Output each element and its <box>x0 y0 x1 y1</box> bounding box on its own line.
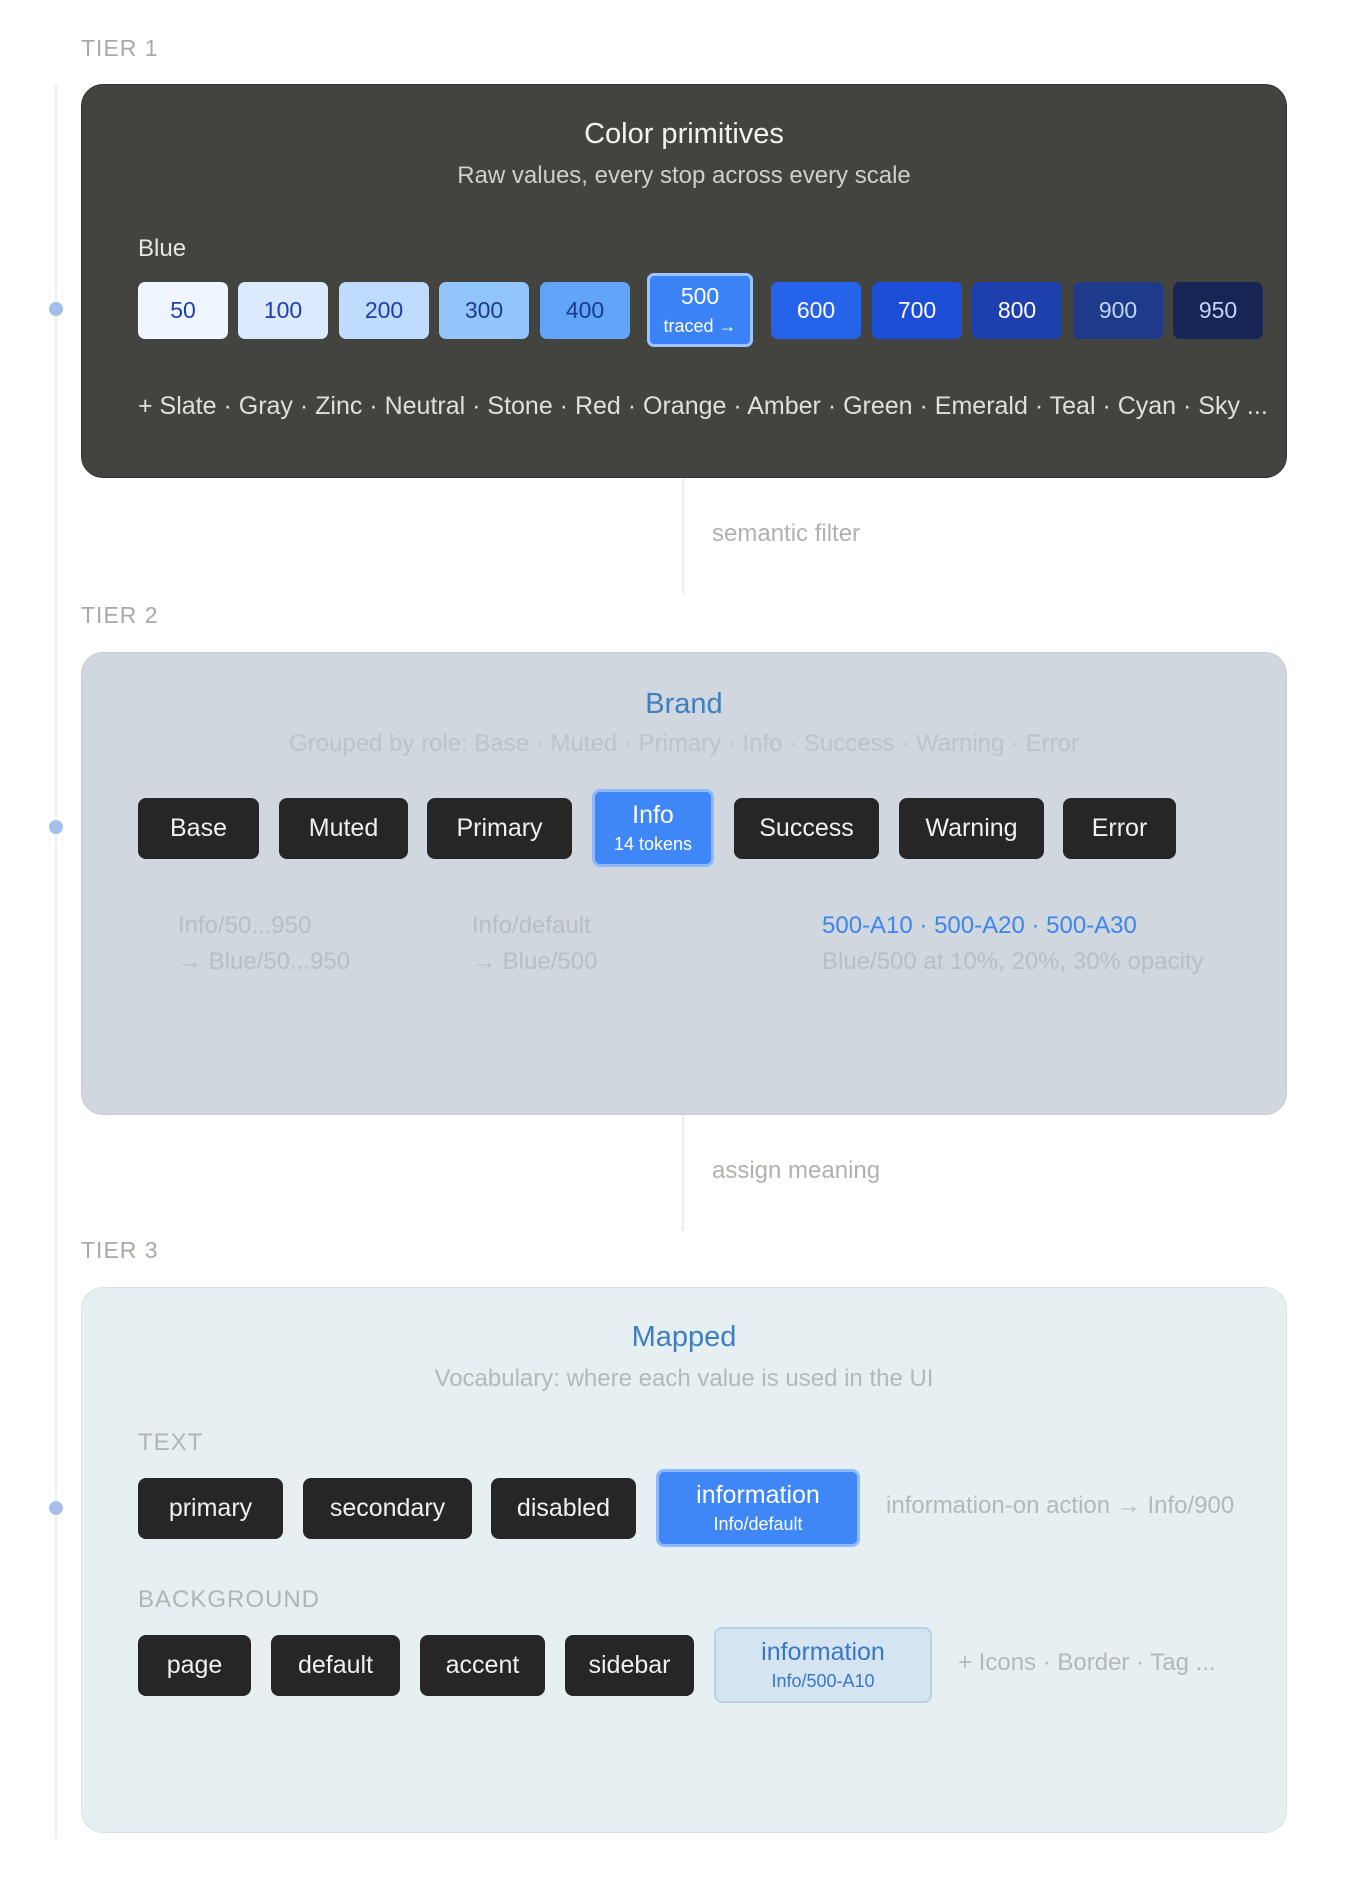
text-chip-secondary[interactable]: secondary <box>303 1478 472 1539</box>
connector-label-2: assign meaning <box>712 1157 881 1184</box>
role-chip-info-selected[interactable]: Info 14 tokens <box>592 789 714 867</box>
text-chip-primary[interactable]: primary <box>138 1478 283 1539</box>
tier3-panel: Mapped Vocabulary: where each value is u… <box>81 1287 1287 1833</box>
role-chip-base[interactable]: Base <box>138 798 259 859</box>
timeline-dot-tier3 <box>49 1501 63 1515</box>
timeline-dot-tier1 <box>49 302 63 316</box>
mapping-info-scale: Info/50...950 → Blue/50...950 <box>178 912 351 975</box>
info-token-count: 14 tokens <box>613 834 693 854</box>
text-group-label: TEXT <box>138 1429 204 1456</box>
mapping-info-default: Info/default → Blue/500 <box>472 912 598 975</box>
swatch-blue-300[interactable]: 300 <box>439 282 529 339</box>
connector-line-1 <box>682 478 684 594</box>
text-group-note: information-on action → Info/900 <box>886 1492 1235 1519</box>
role-chip-error[interactable]: Error <box>1063 798 1176 859</box>
tier2-panel: Brand Grouped by role: Base · Muted · Pr… <box>81 652 1287 1115</box>
swatch-blue-50[interactable]: 50 <box>138 282 228 339</box>
bg-information-ref: Info/500-A10 <box>771 1671 875 1691</box>
text-chip-disabled[interactable]: disabled <box>491 1478 636 1539</box>
swatch-blue-700[interactable]: 700 <box>872 282 962 339</box>
tier1-panel: Color primitives Raw values, every stop … <box>81 84 1287 478</box>
traced-label: traced → <box>663 316 737 336</box>
swatch-blue-200[interactable]: 200 <box>339 282 429 339</box>
swatch-blue-600[interactable]: 600 <box>771 282 861 339</box>
background-group-note: + Icons · Border · Tag ... <box>958 1649 1216 1676</box>
bg-chip-sidebar[interactable]: sidebar <box>565 1635 694 1696</box>
tier3-title: Mapped <box>631 1321 737 1353</box>
bg-chip-information-selected[interactable]: information Info/500-A10 <box>714 1627 932 1703</box>
role-chip-muted[interactable]: Muted <box>279 798 408 859</box>
tier1-subtitle: Raw values, every stop across every scal… <box>457 162 911 189</box>
mapping-info-alpha: 500-A10 · 500-A20 · 500-A30 Blue/500 at … <box>822 912 1204 975</box>
tier1-label: TIER 1 <box>81 35 159 61</box>
role-chip-warning[interactable]: Warning <box>899 798 1044 859</box>
tier1-title: Color primitives <box>584 118 784 150</box>
more-scales: + Slate · Gray · Zinc · Neutral · Stone … <box>138 392 1268 420</box>
tier3-subtitle: Vocabulary: where each value is used in … <box>434 1365 934 1392</box>
bg-chip-page[interactable]: page <box>138 1635 251 1696</box>
tier3-label: TIER 3 <box>81 1237 159 1263</box>
swatch-blue-500-selected[interactable]: 500 traced → <box>647 273 753 347</box>
swatch-blue-400[interactable]: 400 <box>540 282 630 339</box>
bg-chip-accent[interactable]: accent <box>420 1635 545 1696</box>
swatch-blue-800[interactable]: 800 <box>972 282 1062 339</box>
role-chip-primary[interactable]: Primary <box>427 798 572 859</box>
timeline-line <box>55 84 57 1838</box>
swatch-blue-950[interactable]: 950 <box>1173 282 1263 339</box>
scale-name: Blue <box>138 235 187 262</box>
bg-chip-default[interactable]: default <box>271 1635 400 1696</box>
tier2-title: Brand <box>645 688 723 720</box>
background-group-label: BACKGROUND <box>138 1586 321 1613</box>
swatch-blue-100[interactable]: 100 <box>238 282 328 339</box>
text-chip-information-selected[interactable]: information Info/default <box>656 1469 860 1547</box>
timeline-dot-tier2 <box>49 820 63 834</box>
text-information-ref: Info/default <box>713 1514 803 1534</box>
tier2-label: TIER 2 <box>81 602 159 628</box>
swatch-blue-900[interactable]: 900 <box>1073 282 1163 339</box>
tier2-subtitle: Grouped by role: Base · Muted · Primary … <box>288 730 1080 757</box>
role-chip-success[interactable]: Success <box>734 798 879 859</box>
connector-line-2 <box>682 1115 684 1231</box>
connector-label-1: semantic filter <box>712 520 861 547</box>
